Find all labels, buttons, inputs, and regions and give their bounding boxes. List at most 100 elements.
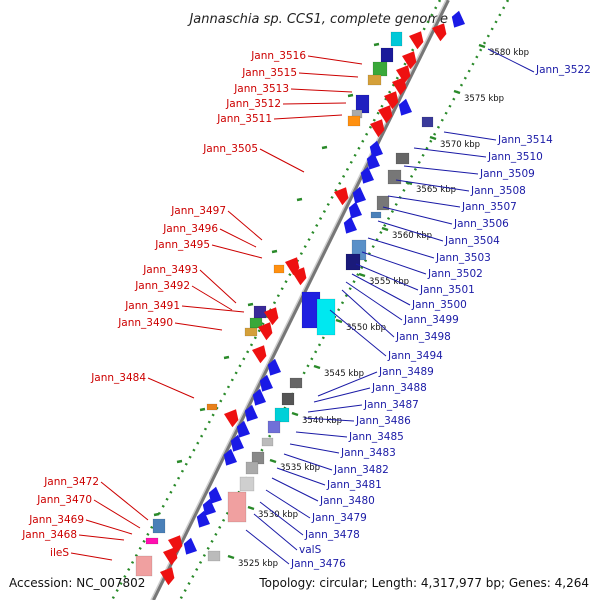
gene-label[interactable]: Jann_3512	[225, 98, 281, 110]
label-leader-line	[298, 72, 359, 78]
gene-block	[372, 61, 388, 77]
gene-label[interactable]: Jann_3472	[43, 476, 99, 488]
gene-label[interactable]: Jann_3491	[124, 300, 180, 312]
scale-label: 3570 kbp	[440, 140, 480, 150]
gene-label[interactable]: Jann_3502	[427, 268, 483, 280]
label-leader-line	[245, 529, 290, 565]
gene-label[interactable]: Jann_3469	[28, 514, 84, 526]
gene-label[interactable]: Jann_3486	[355, 415, 411, 427]
label-leader-line	[265, 489, 311, 519]
label-leader-line	[273, 114, 343, 120]
gene-label[interactable]: Jann_3494	[387, 350, 443, 362]
gene-label[interactable]: Jann_3490	[117, 317, 173, 329]
gene-block	[245, 461, 259, 475]
gene-label[interactable]: Jann_3481	[326, 479, 382, 491]
gene-block	[370, 211, 382, 219]
scale-tick	[321, 145, 328, 150]
gene-label[interactable]: Jann_3492	[134, 280, 190, 292]
label-leader-line	[271, 477, 319, 502]
gene-block	[316, 298, 336, 336]
gene-label[interactable]: Jann_3488	[371, 382, 427, 394]
gene-label[interactable]: Jann_3489	[378, 366, 434, 378]
gene-block	[207, 550, 221, 562]
gene-block	[145, 537, 159, 545]
gene-label[interactable]: Jann_3470	[36, 494, 92, 506]
reverse-gene-arrow	[252, 388, 266, 406]
gene-label[interactable]: valS	[299, 544, 322, 556]
gene-label[interactable]: Jann_3479	[311, 512, 367, 524]
gene-label[interactable]: Jann_3480	[319, 495, 375, 507]
gene-block	[281, 392, 295, 406]
label-leader-line	[70, 552, 113, 561]
scale-tick	[429, 135, 437, 141]
gene-block	[152, 518, 166, 534]
reverse-gene-arrow	[244, 404, 258, 422]
label-leader-line	[147, 377, 195, 399]
label-leader-line	[395, 179, 470, 192]
gene-label[interactable]: Jann_3501	[419, 284, 475, 296]
scale-label: 3545 kbp	[324, 369, 364, 379]
gene-label[interactable]: Jann_3468	[21, 529, 77, 541]
gene-label[interactable]: Jann_3508	[470, 185, 526, 197]
scale-tick	[347, 93, 354, 98]
label-leader-line	[259, 501, 304, 536]
gene-label[interactable]: Jann_3509	[479, 168, 535, 180]
gene-label[interactable]: Jann_3514	[497, 134, 553, 146]
forward-gene-arrow	[392, 77, 407, 96]
gene-label[interactable]: Jann_3483	[340, 447, 396, 459]
gene-label[interactable]: Jann_3504	[444, 235, 500, 247]
scale-label: 3530 kbp	[258, 510, 298, 520]
gene-features	[135, 10, 465, 586]
scale-tick	[176, 459, 183, 464]
gene-label[interactable]: Jann_3497	[170, 205, 226, 217]
forward-gene-arrow	[384, 91, 399, 110]
gene-block	[227, 491, 247, 523]
gene-label[interactable]: Jann_3496	[162, 223, 218, 235]
scale-tick	[478, 43, 486, 49]
genome-title: Jannaschia sp. CCS1, complete genome	[186, 12, 448, 27]
gene-label[interactable]: Jann_3495	[154, 239, 210, 251]
gene-label[interactable]: Jann_3484	[90, 372, 146, 384]
label-leader-line	[290, 88, 353, 93]
scale-label: 3560 kbp	[392, 231, 432, 241]
gene-label[interactable]: ileS	[50, 547, 69, 559]
reverse-gene-arrow	[366, 152, 380, 170]
reverse-gene-arrow	[398, 98, 412, 116]
gene-label[interactable]: Jann_3478	[304, 529, 360, 541]
gene-label[interactable]: Jann_3513	[233, 83, 289, 95]
label-leader-line	[355, 263, 419, 291]
gene-label[interactable]: Jann_3498	[395, 331, 451, 343]
gene-label[interactable]: Jann_3493	[142, 264, 198, 276]
gene-label[interactable]: Jann_3499	[403, 314, 459, 326]
gene-label[interactable]: Jann_3485	[348, 431, 404, 443]
forward-gene-arrow	[224, 409, 239, 428]
forward-gene-arrow	[163, 547, 178, 566]
gene-label[interactable]: Jann_3515	[241, 67, 297, 79]
gene-label[interactable]: Jann_3506	[453, 218, 509, 230]
gene-label[interactable]: Jann_3510	[487, 151, 543, 163]
label-leader-line	[191, 285, 233, 311]
gene-label[interactable]: Jann_3505	[202, 143, 258, 155]
gene-block	[289, 377, 303, 389]
label-leader-line	[367, 237, 435, 259]
gene-label[interactable]: Jann_3511	[216, 113, 272, 125]
label-leader-line	[93, 499, 141, 529]
gene-label[interactable]: Jann_3487	[363, 399, 419, 411]
gene-label[interactable]: Jann_3522	[535, 64, 591, 76]
scale-labels: 3580 kbp 3575 kbp 3570 kbp 3565 kbp 3560…	[238, 48, 529, 569]
gene-label[interactable]: Jann_3503	[435, 252, 491, 264]
gene-label[interactable]: Jann_3516	[250, 50, 306, 62]
forward-gene-arrow	[258, 322, 273, 341]
label-leader-line	[295, 431, 348, 438]
label-leader-line	[219, 228, 257, 248]
gene-label[interactable]: Jann_3482	[333, 464, 389, 476]
genome-info-text: Topology: circular; Length: 4,317,977 bp…	[258, 576, 589, 590]
label-leader-line	[403, 165, 479, 175]
gene-label[interactable]: Jann_3476	[290, 558, 346, 570]
gene-block	[206, 403, 218, 411]
gene-label[interactable]: Jann_3507	[461, 201, 517, 213]
gene-label[interactable]: Jann_3500	[411, 299, 467, 311]
scale-tick	[335, 318, 343, 324]
reverse-gene-arrow	[236, 420, 250, 438]
